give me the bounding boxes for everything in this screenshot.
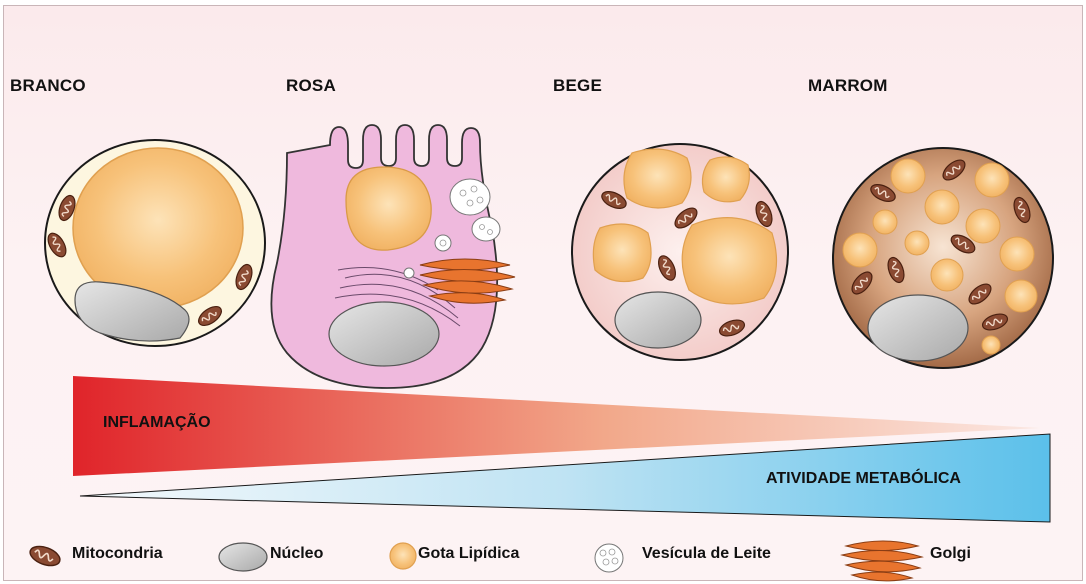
legend-nucleus-label: Núcleo bbox=[270, 545, 323, 563]
nucleus-legend-icon bbox=[219, 543, 267, 571]
legend-mitochondria-label: Mitocondria bbox=[72, 545, 163, 563]
beige-adipocyte bbox=[572, 144, 788, 360]
legend-golgi-label: Golgi bbox=[930, 545, 971, 563]
milk-vesicle-legend-icon bbox=[595, 544, 623, 572]
pink-adipocyte bbox=[271, 125, 515, 388]
brown-adipocyte bbox=[833, 148, 1053, 368]
legend-milk-vesicle-label: Vesícula de Leite bbox=[642, 545, 771, 563]
white-adipocyte bbox=[44, 140, 265, 346]
lipid-drop-legend-icon bbox=[390, 543, 416, 569]
mitochondria-legend-icon bbox=[27, 543, 62, 569]
legend-lipid-drop-label: Gota Lipídica bbox=[418, 545, 519, 563]
inflammation-label: INFLAMAÇÃO bbox=[103, 414, 211, 432]
metabolic-activity-label: ATIVIDADE METABÓLICA bbox=[766, 470, 961, 488]
golgi-legend-icon bbox=[842, 541, 922, 581]
